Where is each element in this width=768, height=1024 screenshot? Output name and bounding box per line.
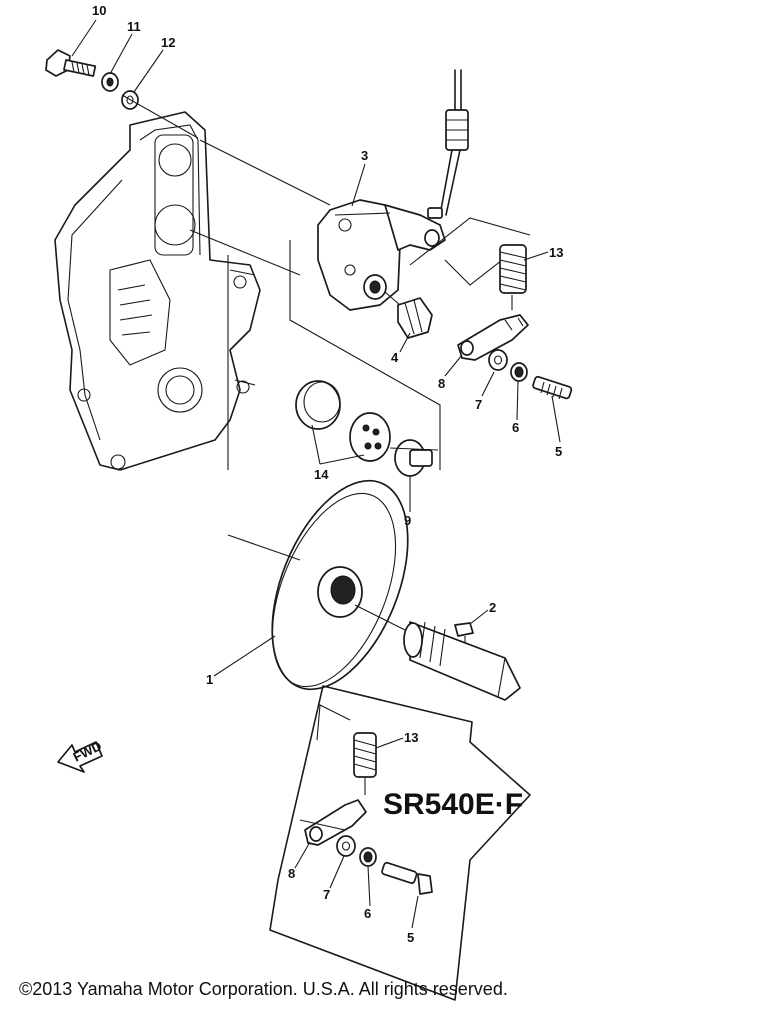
inset-nut-6 xyxy=(359,847,377,867)
inset-callout-7: 7 xyxy=(323,887,330,902)
lever-plate-8 xyxy=(457,314,529,361)
callout-6: 6 xyxy=(512,420,519,435)
washer-11 xyxy=(101,72,119,92)
inset-callout-13: 13 xyxy=(404,730,418,745)
inset-washer-7 xyxy=(336,835,356,857)
throttle-cable xyxy=(427,69,469,219)
copyright-notice: ©2013 Yamaha Motor Corporation. U.S.A. A… xyxy=(19,979,508,999)
roller-14-b xyxy=(349,412,391,462)
lever-bracket-3 xyxy=(317,199,446,311)
key-2 xyxy=(454,622,474,637)
callout-10: 10 xyxy=(92,3,106,18)
roller-14-a xyxy=(295,380,341,430)
callout-7: 7 xyxy=(475,397,482,412)
callout-1: 1 xyxy=(206,672,213,687)
inset-spring-13 xyxy=(353,732,377,778)
callout-12: 12 xyxy=(161,35,175,50)
inset-callout-5: 5 xyxy=(407,930,414,945)
bolt-10 xyxy=(45,49,97,77)
inset-callout-8: 8 xyxy=(288,866,295,881)
inset-callout-6: 6 xyxy=(364,906,371,921)
bolt-5 xyxy=(532,375,573,400)
callout-5: 5 xyxy=(555,444,562,459)
inset-lever-plate-8 xyxy=(304,799,367,846)
callout-3: 3 xyxy=(361,148,368,163)
callout-14: 14 xyxy=(314,467,329,482)
callout-2: 2 xyxy=(489,600,496,615)
collar-4 xyxy=(397,297,433,339)
cap-9 xyxy=(394,439,433,477)
variant-badge-label: SR540E·F xyxy=(383,788,523,821)
callout-9: 9 xyxy=(404,513,411,528)
callout-4: 4 xyxy=(391,350,399,365)
callout-leaders xyxy=(71,19,561,929)
spring-13 xyxy=(499,244,527,294)
drive-sheave-1 xyxy=(271,479,409,691)
callout-8: 8 xyxy=(438,376,445,391)
forward-direction-arrow: FWD xyxy=(57,738,104,773)
callout-11: 11 xyxy=(127,19,141,34)
nut-6 xyxy=(510,362,528,382)
crankshaft-end xyxy=(403,621,521,701)
engine-case-housing xyxy=(54,111,261,471)
callout-13: 13 xyxy=(549,245,563,260)
washer-7 xyxy=(488,349,508,371)
inset-bolt-5 xyxy=(381,861,433,895)
variant-inset: SR540E·F xyxy=(269,685,531,1001)
